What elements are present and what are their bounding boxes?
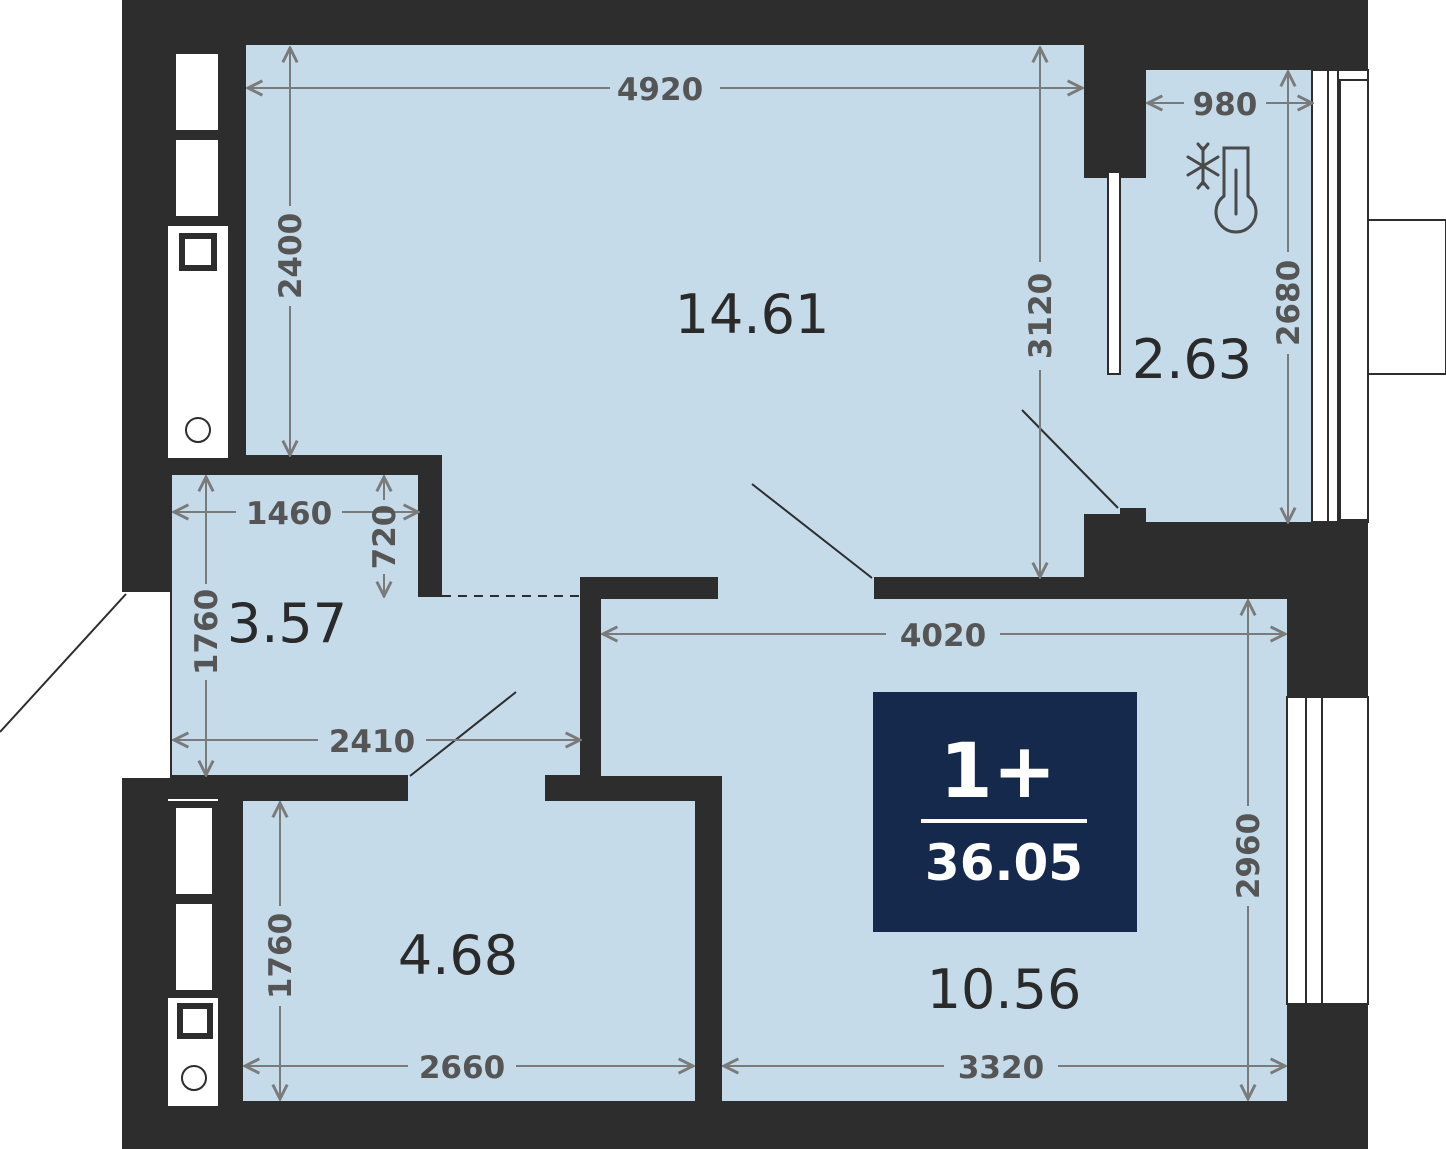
apartment-badge	[873, 692, 1137, 932]
floor-main-room-lower	[442, 455, 1084, 577]
dim-kitchen-width-bottom: 3320	[958, 1050, 1044, 1086]
room-area-hallway: 3.57	[227, 592, 347, 655]
dim-main-right-height: 3120	[1023, 273, 1059, 359]
floor-hall-door-gap	[408, 775, 545, 801]
room-area-kitchen: 10.56	[927, 958, 1082, 1021]
balcony-door-leaf	[1107, 171, 1121, 375]
balcony-glazing-outer	[1339, 79, 1369, 521]
room-area-main: 14.61	[675, 283, 830, 346]
dim-bath-height: 1760	[263, 913, 299, 999]
wall-notch-top	[1084, 160, 1146, 178]
balcony-ac-unit	[1367, 219, 1446, 375]
apartment-total-area: 36.05	[925, 834, 1083, 892]
left-window-panel	[176, 904, 212, 990]
dim-kitchen-width-top: 4020	[900, 618, 986, 654]
dim-hall-width-bottom: 2410	[329, 724, 415, 760]
dim-balcony-height: 2680	[1271, 260, 1307, 346]
door-swing-bathroom	[409, 691, 517, 777]
apartment-type: 1+	[940, 726, 1057, 815]
dim-hall-depth: 720	[367, 505, 403, 570]
outlet-circle-icon	[181, 1065, 207, 1091]
socket-icon	[177, 1003, 213, 1039]
dim-hall-height: 1760	[189, 589, 225, 675]
door-swing-entrance	[0, 593, 127, 733]
wall-notch-bottom	[1120, 508, 1146, 522]
kitchen-window	[1286, 696, 1369, 1005]
door-swing-main	[751, 483, 873, 579]
snowflake-thermometer-icon	[1186, 142, 1258, 234]
floor-bathroom	[243, 801, 695, 1101]
socket-icon	[179, 233, 217, 271]
exterior-right-mid	[1368, 520, 1446, 1149]
floor-balcony	[1146, 70, 1312, 522]
left-window-panel	[176, 808, 212, 894]
left-utility-panel	[168, 226, 228, 458]
floor-main-room	[246, 45, 1084, 455]
dim-main-height: 2400	[273, 213, 309, 299]
dimension-lines	[174, 48, 1312, 1099]
floor-door-gap	[718, 577, 874, 599]
door-swing-balcony	[1021, 409, 1119, 509]
floor-corridor-strip	[442, 577, 580, 597]
room-area-bathroom: 4.68	[398, 924, 518, 987]
floor-hallway-lower	[172, 597, 580, 775]
floor-hallway	[172, 475, 418, 597]
dim-bath-width: 2660	[419, 1050, 505, 1086]
dim-balcony-width: 980	[1193, 87, 1258, 123]
dim-main-width: 4920	[617, 72, 703, 108]
exterior-left-gap	[100, 592, 170, 778]
left-window-panel	[176, 140, 218, 216]
room-area-balcony: 2.63	[1132, 328, 1252, 391]
exterior-right-top	[1368, 0, 1446, 78]
dim-hall-width-top: 1460	[246, 496, 332, 532]
dim-kitchen-height: 2960	[1231, 813, 1267, 899]
left-window-panel	[176, 54, 218, 130]
outlet-circle-icon	[185, 417, 211, 443]
